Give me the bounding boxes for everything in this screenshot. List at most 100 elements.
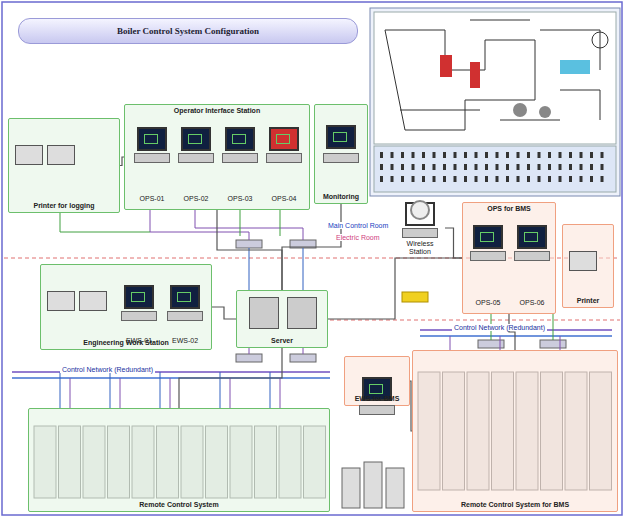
- screen-graphic: [188, 134, 202, 144]
- panel-indicator: [496, 164, 499, 170]
- group-box: OPS for BMS OPS-05 OPS-06: [462, 202, 556, 314]
- panel-indicator: [485, 152, 488, 158]
- workstation: EWS-01: [117, 281, 161, 347]
- panel-indicator: [580, 164, 583, 170]
- workstation: OPS-06: [511, 221, 553, 309]
- pc-base: [222, 153, 258, 163]
- panel-indicator: [401, 176, 404, 182]
- panel-indicator: [454, 152, 457, 158]
- panel-indicator: [548, 152, 551, 158]
- monitor: [181, 127, 211, 151]
- node-label: OPS-04: [264, 195, 304, 203]
- panel-indicator: [506, 152, 509, 158]
- panel-indicator: [391, 176, 394, 182]
- screen-graphic: [276, 134, 290, 144]
- screen-graphic: [131, 292, 145, 302]
- screen-graphic: [333, 132, 347, 142]
- panel-indicator: [496, 152, 499, 158]
- panel-indicator: [538, 176, 541, 182]
- monitor: [269, 127, 299, 151]
- workstation: OPS-03: [219, 123, 261, 205]
- node-label: OPS-03: [220, 195, 260, 203]
- annotation: Control Network (Redundant): [60, 366, 155, 373]
- panel-indicator: [569, 152, 572, 158]
- pc-base: [178, 153, 214, 163]
- panel-indicator: [380, 152, 383, 158]
- panel-indicator: [485, 176, 488, 182]
- node-label: OPS for BMS: [464, 205, 554, 213]
- panel-indicator: [475, 176, 478, 182]
- panel-indicator: [548, 164, 551, 170]
- panel-indicator: [506, 176, 509, 182]
- panel-indicator: [380, 164, 383, 170]
- node-label: Monitoring: [316, 193, 366, 201]
- panel-indicator: [538, 152, 541, 158]
- network-cable: [282, 204, 341, 290]
- panel-indicator: [506, 164, 509, 170]
- pc-base: [167, 311, 203, 321]
- panel-indicator: [443, 164, 446, 170]
- monitor: [517, 225, 547, 249]
- panel-indicator: [412, 176, 415, 182]
- mimic-panel: [370, 8, 620, 196]
- pc-base: [266, 153, 302, 163]
- panel-indicator: [538, 164, 541, 170]
- pc-base: [359, 405, 395, 415]
- printer: [47, 291, 75, 311]
- printer: [47, 145, 75, 165]
- screen-graphic: [524, 232, 538, 242]
- workstation: Wireless Station: [395, 198, 445, 258]
- monitor: [473, 225, 503, 249]
- panel-indicator: [527, 152, 530, 158]
- node-label: Printer for logging: [10, 202, 118, 210]
- converter: [402, 292, 428, 302]
- panel-indicator: [401, 164, 404, 170]
- panel-indicator: [590, 176, 593, 182]
- group-box: Server: [236, 290, 328, 348]
- panel-indicator: [590, 164, 593, 170]
- panel-indicator: [517, 176, 520, 182]
- panel-indicator: [433, 164, 436, 170]
- node-label: OPS-05: [468, 299, 508, 307]
- annotation: Main Control Room: [326, 222, 390, 229]
- panel-indicator: [464, 152, 467, 158]
- screen-graphic: [369, 384, 383, 394]
- panel-indicator: [380, 176, 383, 182]
- diagram-title: Boiler Control System Configuration: [18, 18, 358, 44]
- group-box: EWS for BMS: [344, 356, 410, 406]
- node-label: OPS-02: [176, 195, 216, 203]
- screen-graphic: [480, 232, 494, 242]
- node-label: Printer: [564, 297, 612, 305]
- group-box: Remote Control System: [28, 408, 330, 512]
- node-label: Server: [238, 337, 326, 345]
- panel-indicator: [517, 164, 520, 170]
- group-box: Printer: [562, 224, 614, 308]
- room-boundary: [330, 320, 620, 321]
- node-label: OPS-06: [512, 299, 552, 307]
- group-box: Printer for logging: [8, 118, 120, 213]
- group-box: Monitoring: [314, 104, 368, 204]
- pc-base: [121, 311, 157, 321]
- panel-indicator: [485, 164, 488, 170]
- screen-graphic: [177, 292, 191, 302]
- monitor: [124, 285, 154, 309]
- panel-indicator: [422, 176, 425, 182]
- panel-indicator: [527, 176, 530, 182]
- panel-indicator: [475, 152, 478, 158]
- panel-indicator: [548, 176, 551, 182]
- panel-indicator: [475, 164, 478, 170]
- pc-base: [402, 228, 438, 238]
- group-box: Engineering Work StationEWS-01EWS-02: [40, 264, 212, 350]
- workstation: EWS-02: [163, 281, 207, 347]
- panel-indicator: [464, 176, 467, 182]
- workstation: OPS-01: [131, 123, 173, 205]
- network-cable: [445, 228, 462, 258]
- workstation: OPS-05: [467, 221, 509, 309]
- panel-indicator: [443, 152, 446, 158]
- panel-indicator: [590, 152, 593, 158]
- panel-indicator: [559, 176, 562, 182]
- panel-indicator: [433, 176, 436, 182]
- monitor: [326, 125, 356, 149]
- panel-indicator: [601, 176, 604, 182]
